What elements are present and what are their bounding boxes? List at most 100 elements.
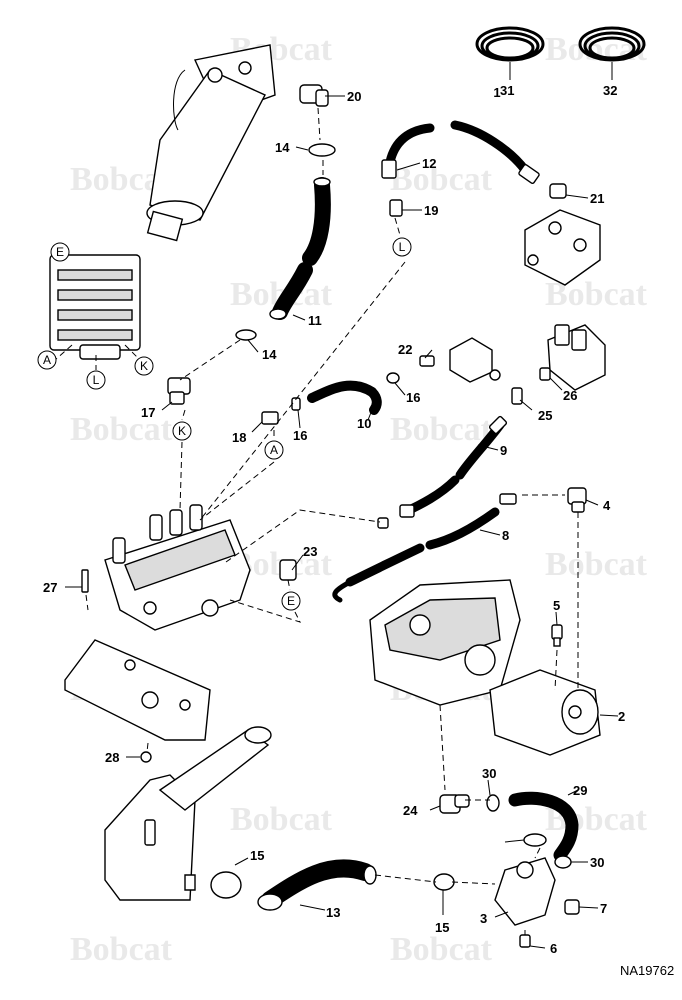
suction-fitting-3 xyxy=(494,857,556,926)
watermark: Bobcat xyxy=(390,931,493,968)
leader-lines xyxy=(65,62,619,949)
watermark: Bobcat xyxy=(545,546,648,583)
callout-label-3: 3 xyxy=(480,911,487,926)
callout-label-19: 19 xyxy=(424,203,438,218)
connector-l-left: L xyxy=(86,370,106,390)
callout-label-12: 12 xyxy=(422,156,436,171)
hose-clamp-14-lower xyxy=(235,329,257,341)
callout-label-14-lower: 14 xyxy=(262,347,277,362)
connector-k-mid: K xyxy=(172,421,192,441)
nut-28 xyxy=(140,751,152,763)
hose-11 xyxy=(269,177,331,320)
callout-label-13: 13 xyxy=(326,905,340,920)
callout-label-14-upper: 14 xyxy=(275,140,290,155)
hose-13 xyxy=(257,859,377,911)
svg-text:A: A xyxy=(270,443,278,457)
elbow-fitting-20 xyxy=(299,84,329,107)
clamp-16-right xyxy=(386,372,400,384)
callout-label-18: 18 xyxy=(232,430,246,445)
connector-e-mid: E xyxy=(281,591,301,611)
callout-label-25: 25 xyxy=(538,408,552,423)
watermark: Bobcat xyxy=(390,161,493,198)
hose-roll-32 xyxy=(578,26,646,62)
mounting-plate xyxy=(64,639,211,741)
fitting-18 xyxy=(261,411,279,425)
bolt-5 xyxy=(551,624,563,647)
callout-label-8: 8 xyxy=(502,528,509,543)
svg-text:E: E xyxy=(56,245,64,259)
watermark: Bobcat xyxy=(230,801,333,838)
elbow-fitting-24 xyxy=(439,794,470,814)
callout-label: 1 xyxy=(493,85,500,100)
callout-label-21: 21 xyxy=(590,191,604,206)
svg-text:K: K xyxy=(140,359,148,373)
connector-k-left: K xyxy=(134,356,154,376)
connector-e-top: E xyxy=(50,242,70,262)
hose-10 xyxy=(307,380,382,415)
callout-label-15-right: 15 xyxy=(435,920,449,935)
main-control-valve xyxy=(104,504,251,631)
callout-label-29: 29 xyxy=(573,783,587,798)
valve-assembly-26 xyxy=(547,324,606,391)
connector-a-mid: A xyxy=(264,440,284,460)
callout-label-24: 24 xyxy=(403,803,418,818)
callout-label-9: 9 xyxy=(500,443,507,458)
dashed-lines xyxy=(54,107,579,935)
hose-12 xyxy=(381,120,540,184)
hose-clamp-15-right xyxy=(433,873,455,891)
callout-label-6: 6 xyxy=(550,941,557,956)
fitting-22 xyxy=(419,355,435,367)
callout-label-22: 22 xyxy=(398,342,412,357)
plug-7 xyxy=(564,899,580,915)
svg-text:L: L xyxy=(93,373,100,387)
valve-block-right-top xyxy=(524,209,601,286)
elbow-fitting-17 xyxy=(167,377,191,405)
bolt-6 xyxy=(519,934,531,948)
bolt-27 xyxy=(81,569,89,593)
relief-valve-block xyxy=(449,337,501,383)
figure-id: NA19762 xyxy=(620,963,674,978)
watermark: Bobcat xyxy=(70,931,173,968)
callout-label-20: 20 xyxy=(347,89,361,104)
hose-9 xyxy=(377,415,508,529)
filter-assembly xyxy=(146,44,276,242)
callout-labels: 1 2 3 4 5 6 7 8 9 10 11 12 13 14 14 15 1… xyxy=(43,83,625,956)
fitting-21 xyxy=(549,183,567,199)
callout-label-23: 23 xyxy=(303,544,317,559)
gear-pump-2 xyxy=(489,669,601,756)
connector-a-left: A xyxy=(37,350,57,370)
watermark: Bobcat xyxy=(70,411,173,448)
callout-label-10: 10 xyxy=(357,416,371,431)
hose-roll-31 xyxy=(475,26,545,62)
svg-text:A: A xyxy=(43,353,51,367)
fitting-25 xyxy=(511,367,551,405)
callout-label-4: 4 xyxy=(603,498,611,513)
callout-label-28: 28 xyxy=(105,750,119,765)
elbow-fitting-4 xyxy=(567,487,587,513)
svg-text:E: E xyxy=(287,594,295,608)
connector-markers: E A L K L K A E xyxy=(37,237,412,611)
callout-label-2: 2 xyxy=(618,709,625,724)
hydrostatic-pump xyxy=(369,579,521,706)
callout-label-11: 11 xyxy=(308,313,322,328)
callout-label-15-left: 15 xyxy=(250,848,264,863)
svg-text:L: L xyxy=(399,240,406,254)
callout-label-7: 7 xyxy=(600,901,607,916)
connector-l-top: L xyxy=(392,237,412,257)
callout-label-31: 31 xyxy=(500,83,514,98)
callout-label-26: 26 xyxy=(563,388,577,403)
hose-8 xyxy=(332,493,517,603)
hose-29 xyxy=(508,791,579,862)
hose-clamp-14-upper xyxy=(308,143,336,157)
hose-clamp-15-left xyxy=(210,871,242,899)
reservoir-tank xyxy=(104,726,272,901)
callout-label-30-left: 30 xyxy=(482,766,496,781)
callout-label-30-right: 30 xyxy=(590,855,604,870)
fitting-19 xyxy=(389,199,403,217)
control-valve-small xyxy=(49,254,141,360)
callout-label-16-right: 16 xyxy=(406,390,420,405)
callout-label-27: 27 xyxy=(43,580,57,595)
svg-text:K: K xyxy=(178,424,186,438)
o-ring-1 xyxy=(523,833,547,847)
